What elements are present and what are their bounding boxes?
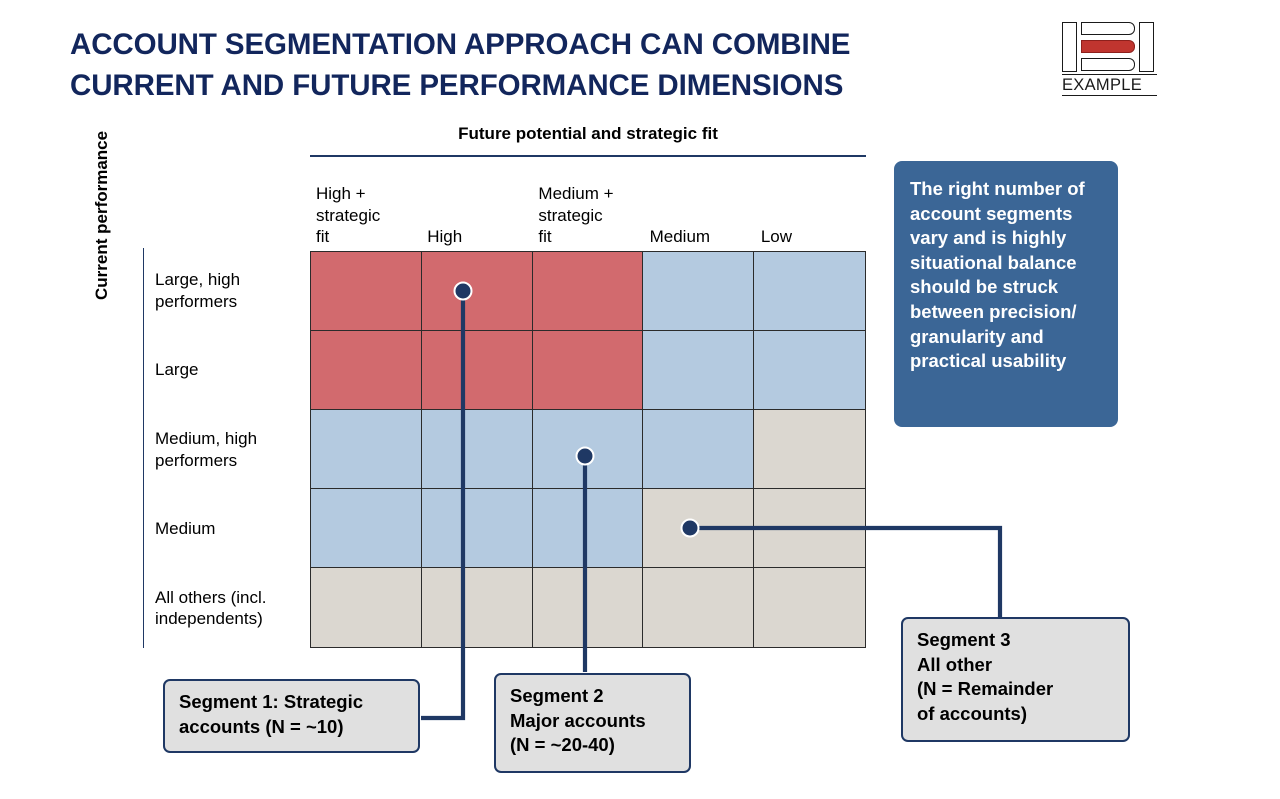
matrix-cell-r4-c1[interactable] [311, 489, 422, 568]
logo-bar-top [1081, 22, 1135, 35]
column-header-line: fit [316, 226, 330, 246]
x-axis-rule [310, 155, 866, 157]
example-logo-icon [1062, 22, 1154, 72]
matrix-cell-r2-c3[interactable] [532, 331, 644, 410]
matrix-cell-r1-c2[interactable] [421, 252, 533, 331]
page-title-line-2: CURRENT AND FUTURE PERFORMANCE DIMENSION… [70, 68, 844, 102]
matrix-cell-r5-c1[interactable] [311, 568, 422, 647]
matrix-cell-r2-c4[interactable] [643, 331, 755, 410]
row-label-line: Medium [155, 519, 216, 539]
column-header-line: Low [760, 226, 792, 246]
row-label-line: Medium, high [155, 429, 258, 449]
matrix-cell-r3-c1[interactable] [311, 410, 422, 489]
matrix-cell-r1-c3[interactable] [532, 252, 644, 331]
matrix-cell-r5-c2[interactable] [421, 568, 533, 647]
segment-3-line: All other [917, 653, 993, 675]
column-header-line: strategic [538, 205, 603, 225]
column-header-line: High + [316, 184, 366, 204]
page-title: ACCOUNT SEGMENTATION APPROACH CAN COMBIN… [70, 25, 970, 106]
matrix-cell-r1-c5[interactable] [754, 252, 865, 331]
segment-3-line: Segment 3 [917, 629, 1011, 650]
matrix-cell-r2-c2[interactable] [421, 331, 533, 410]
row-label-line: All others (incl. [155, 587, 267, 607]
y-axis-title: Current performance [92, 130, 111, 300]
matrix-cell-r3-c3[interactable] [532, 410, 644, 489]
column-header-5: Low [755, 163, 866, 247]
row-label-2: Large [155, 330, 307, 409]
x-axis-title: Future potential and strategic fit [458, 124, 718, 143]
segment-2-line: Segment 2 [510, 685, 604, 706]
matrix-cell-r4-c4[interactable] [643, 489, 755, 568]
matrix-cell-r3-c4[interactable] [643, 410, 755, 489]
row-label-line: Large, high [155, 270, 241, 290]
row-label-4: Medium [155, 489, 307, 568]
logo-bar-left [1062, 22, 1077, 72]
segment-2-line: Major accounts [510, 709, 646, 731]
segmentation-matrix [310, 251, 866, 648]
segment-1-line: accounts (N = ~10) [179, 715, 344, 737]
matrix-cell-r4-c3[interactable] [532, 489, 644, 568]
logo-bar-right [1139, 22, 1154, 72]
segment-3-line: (N = Remainder [917, 678, 1054, 700]
row-label-line: performers [155, 291, 238, 311]
matrix-cell-r1-c4[interactable] [643, 252, 755, 331]
matrix-cell-r4-c2[interactable] [421, 489, 533, 568]
row-label-line: Large [155, 360, 199, 380]
insight-callout: The right number of account segments var… [894, 161, 1118, 427]
matrix-cell-r3-c5[interactable] [754, 410, 865, 489]
segment-1-line: Segment 1: Strategic [179, 691, 364, 712]
logo-bar-bottom [1081, 58, 1135, 71]
column-header-line: Medium [649, 226, 711, 246]
matrix-cell-r2-c1[interactable] [311, 331, 422, 410]
matrix-cell-r5-c3[interactable] [532, 568, 644, 647]
matrix-cell-r1-c1[interactable] [311, 252, 422, 331]
matrix-cell-r4-c5[interactable] [754, 489, 865, 568]
column-header-line: strategic [316, 205, 381, 225]
column-header-line: fit [538, 226, 552, 246]
row-label-5: All others (incl.independents) [155, 569, 307, 648]
matrix-cell-r5-c5[interactable] [754, 568, 865, 647]
row-label-line: performers [155, 450, 238, 470]
segment-2-line: (N = ~20-40) [510, 734, 615, 756]
column-header-line: High [427, 226, 463, 246]
segment-3-line: of accounts) [917, 702, 1027, 724]
logo-bar-middle-accent [1081, 40, 1135, 53]
matrix-cell-r3-c2[interactable] [421, 410, 533, 489]
example-label: EXAMPLE [1062, 74, 1157, 97]
page-title-line-1: ACCOUNT SEGMENTATION APPROACH CAN COMBIN… [70, 28, 851, 61]
matrix-cell-r5-c4[interactable] [643, 568, 755, 647]
row-label-line: independents) [155, 609, 263, 629]
column-header-4: Medium [644, 163, 755, 247]
segment-1-callout[interactable]: Segment 1: Strategic accounts (N = ~10) [163, 679, 420, 753]
column-header-line: Medium + [538, 184, 614, 204]
segment-2-callout[interactable]: Segment 2 Major accounts (N = ~20-40) [494, 673, 691, 773]
column-header-2: High [421, 163, 532, 247]
matrix-cell-r2-c5[interactable] [754, 331, 865, 410]
example-stamp: EXAMPLE [1062, 22, 1157, 97]
y-axis-rule [143, 248, 144, 648]
